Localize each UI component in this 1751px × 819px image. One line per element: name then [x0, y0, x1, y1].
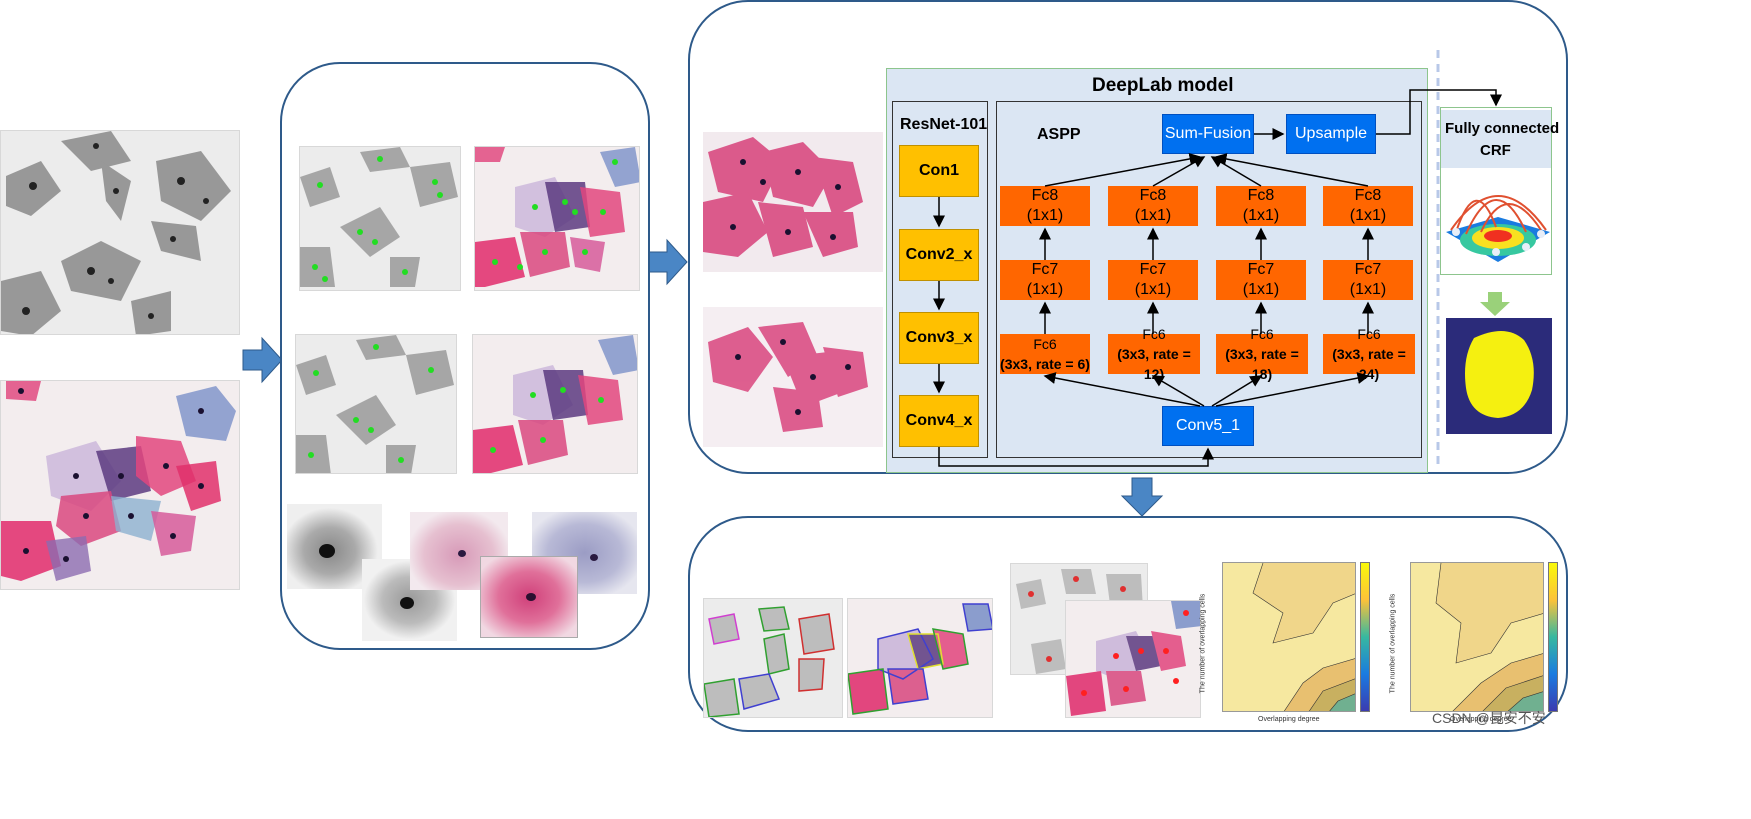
fc8-label: Fc8	[1139, 187, 1167, 204]
seed-image-gray-1	[299, 146, 461, 291]
nucleus-dark	[319, 544, 335, 558]
fc7-branch-1: Fc7 (1x1)	[1000, 260, 1090, 300]
fc6-label: Fc6	[1250, 326, 1274, 342]
segmentation-mask	[1446, 318, 1552, 434]
arrow-deeplab-to-results	[1120, 477, 1164, 517]
seed-pap-illustration-2	[473, 335, 637, 473]
seed-image-pap-2	[472, 334, 638, 474]
arrow-seeds-to-deeplab	[647, 238, 688, 286]
seed-gray-illustration	[300, 147, 458, 287]
contour-colorbar-2	[1548, 562, 1558, 712]
fc6-rate: (3x3, rate = 24)	[1332, 346, 1406, 382]
arrow-input-to-seeds	[242, 336, 283, 384]
crf-label-2: CRF	[1480, 142, 1511, 159]
contour-plot-1	[1222, 562, 1356, 712]
fc7-branch-2: Fc7 (1x1)	[1108, 260, 1198, 300]
seed-image-gray-2	[295, 334, 457, 474]
result-contour-pap	[847, 598, 993, 718]
crf-label-bg	[1441, 110, 1551, 168]
seed-image-pap-1	[474, 146, 640, 291]
fc8-branch-1: Fc8 (1x1)	[1000, 186, 1090, 226]
fc6-rate: (3x3, rate = 6)	[1000, 356, 1090, 372]
fc6-label: Fc6	[1033, 336, 1057, 352]
nuclei-pap-illustration	[1066, 601, 1200, 716]
conv4-block: Conv4_x	[899, 395, 979, 447]
conv5-block: Conv5_1	[1162, 406, 1254, 446]
fc8-label: Fc8	[1247, 187, 1275, 204]
seed-pap-illustration	[475, 147, 639, 287]
contour-pap-illustration	[848, 603, 992, 715]
fc6-branch-4: Fc6 (3x3, rate = 24)	[1323, 326, 1415, 382]
fc8-kernel: (1x1)	[1349, 207, 1387, 224]
fc6-branch-3: Fc6 (3x3, rate = 18)	[1216, 326, 1308, 382]
deeplab-input-image-2	[703, 307, 883, 447]
fc7-label: Fc7	[1247, 261, 1275, 278]
plot1-xlabel: Overlapping degree	[1258, 716, 1320, 723]
deeplab-input-image-1	[703, 132, 883, 272]
deeplab-input-illustration-2	[708, 322, 868, 432]
fc7-branch-4: Fc7 (1x1)	[1323, 260, 1413, 300]
plot1-ylabel: The number of overlapping cells	[1199, 593, 1207, 694]
aspp-title: ASPP	[1037, 126, 1081, 143]
fc7-kernel: (1x1)	[1242, 281, 1280, 298]
fc6-rate: (3x3, rate = 18)	[1225, 346, 1299, 382]
fc6-label: Fc6	[1142, 326, 1166, 342]
contour-plot-2-shapes	[1411, 563, 1543, 711]
result-contour-gray	[703, 598, 843, 718]
sum-fusion-block: Sum-Fusion	[1162, 114, 1254, 154]
fc7-label: Fc7	[1354, 261, 1382, 278]
fc7-kernel: (1x1)	[1349, 281, 1387, 298]
fc7-label: Fc7	[1139, 261, 1167, 278]
crf-heatmap-illustration	[1446, 172, 1550, 264]
fc8-kernel: (1x1)	[1134, 207, 1172, 224]
upsample-block: Upsample	[1286, 114, 1376, 154]
gray-cells-illustration	[1, 131, 231, 334]
fc8-kernel: (1x1)	[1242, 207, 1280, 224]
resnet-title: ResNet-101	[900, 116, 988, 133]
fc6-branch-2: Fc6 (3x3, rate = 12)	[1108, 326, 1200, 382]
nucleus-dark-2	[400, 597, 414, 609]
conv2-block: Conv2_x	[899, 229, 979, 281]
pap-cells-illustration	[1, 381, 236, 581]
result-nuclei-pap	[1065, 600, 1201, 718]
contour-gray-illustration	[704, 606, 835, 717]
seed-gray-illustration-2	[296, 335, 454, 473]
crf-graph-icon	[1446, 195, 1550, 262]
fc6-label: Fc6	[1357, 326, 1381, 342]
nucleus-pap-1	[458, 550, 466, 557]
mask-shape	[1465, 330, 1534, 418]
nucleus-pap-3	[526, 593, 536, 601]
deeplab-input-illustration-1	[703, 137, 863, 257]
crop-pap-3	[480, 556, 578, 638]
fc8-branch-4: Fc8 (1x1)	[1323, 186, 1413, 226]
fc8-branch-3: Fc8 (1x1)	[1216, 186, 1306, 226]
fc6-rate: (3x3, rate = 12)	[1117, 346, 1191, 382]
fc7-branch-3: Fc7 (1x1)	[1216, 260, 1306, 300]
fc8-label: Fc8	[1031, 187, 1059, 204]
conv3-block: Conv3_x	[899, 312, 979, 364]
fc7-label: Fc7	[1031, 261, 1059, 278]
contour-colorbar-1	[1360, 562, 1370, 712]
input-image-pap	[0, 380, 240, 590]
nucleus-pap-2	[590, 554, 598, 561]
csdn-watermark: CSDN @昆安不安	[1432, 710, 1546, 726]
fc7-kernel: (1x1)	[1026, 281, 1064, 298]
fc6-branch-1: Fc6 (3x3, rate = 6)	[1000, 334, 1090, 374]
con1-block: Con1	[899, 145, 979, 197]
fc8-label: Fc8	[1354, 187, 1382, 204]
plot2-xlabel: Overlapping degree	[1450, 716, 1512, 723]
plot2-ylabel: The number of overlapping cells	[1389, 593, 1397, 694]
contour-plot-2	[1410, 562, 1544, 712]
seed-detection-panel	[280, 62, 650, 650]
input-image-gray	[0, 130, 240, 335]
crf-label-1: Fully connected	[1445, 120, 1560, 137]
fc8-kernel: (1x1)	[1026, 207, 1064, 224]
contour-plot-1-shapes	[1223, 563, 1355, 711]
deeplab-title: DeepLab model	[1092, 75, 1234, 96]
fc8-branch-2: Fc8 (1x1)	[1108, 186, 1198, 226]
fc7-kernel: (1x1)	[1134, 281, 1172, 298]
